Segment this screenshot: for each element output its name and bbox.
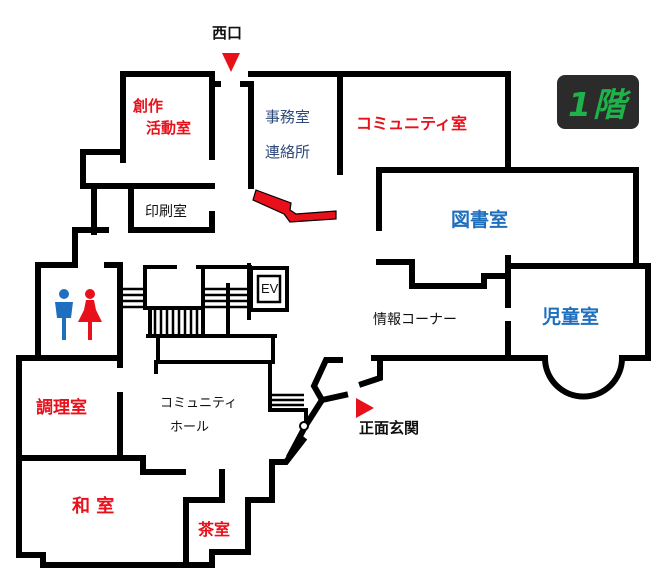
kitchen-label[interactable]: 調理室 <box>36 398 87 418</box>
office-walls <box>240 71 343 189</box>
office-label-1[interactable]: 事務室 <box>265 108 311 126</box>
tea-room-label[interactable]: 茶室 <box>198 520 231 539</box>
hall-label-1[interactable]: コミュニティ <box>160 396 238 411</box>
front-entrance-label: 正面玄関 <box>359 419 420 437</box>
japanese-room-label[interactable]: 和 室 <box>72 496 115 517</box>
hall-walls <box>268 360 308 422</box>
print-room-walls <box>72 183 215 263</box>
children-room-walls <box>371 255 651 400</box>
creative-room-label-1[interactable]: 創作 <box>133 97 164 115</box>
floor-badge: 1階 <box>557 75 639 129</box>
elevator-label[interactable]: EV <box>261 281 279 296</box>
community-room-walls <box>337 71 511 171</box>
floor-label: 1階 <box>568 85 628 124</box>
restroom-walls <box>35 262 123 368</box>
front-entrance-arrow-icon <box>356 398 374 418</box>
library-walls <box>376 167 639 289</box>
female-restroom-icon <box>78 289 102 340</box>
info-corner-label[interactable]: 情報コーナー <box>373 312 457 328</box>
children-room-label[interactable]: 児童室 <box>542 306 600 328</box>
front-entrance-walls <box>285 355 383 460</box>
west-entrance-arrow-icon <box>222 53 240 72</box>
stairs-core <box>120 263 289 374</box>
hall-label-2[interactable]: ホール <box>170 420 210 435</box>
office-label-2[interactable]: 連絡所 <box>265 143 311 161</box>
west-entrance-label: 西口 <box>212 24 243 42</box>
creative-room-walls <box>80 71 221 235</box>
print-room-label[interactable]: 印刷室 <box>145 204 187 220</box>
community-room-label[interactable]: コミュニティ室 <box>356 114 468 133</box>
creative-room-label-2[interactable]: 活動室 <box>146 119 192 137</box>
reception-counter-icon <box>252 189 337 223</box>
male-restroom-icon <box>55 289 73 340</box>
japanese-room-walls <box>16 435 308 568</box>
library-label[interactable]: 図書室 <box>451 209 509 231</box>
